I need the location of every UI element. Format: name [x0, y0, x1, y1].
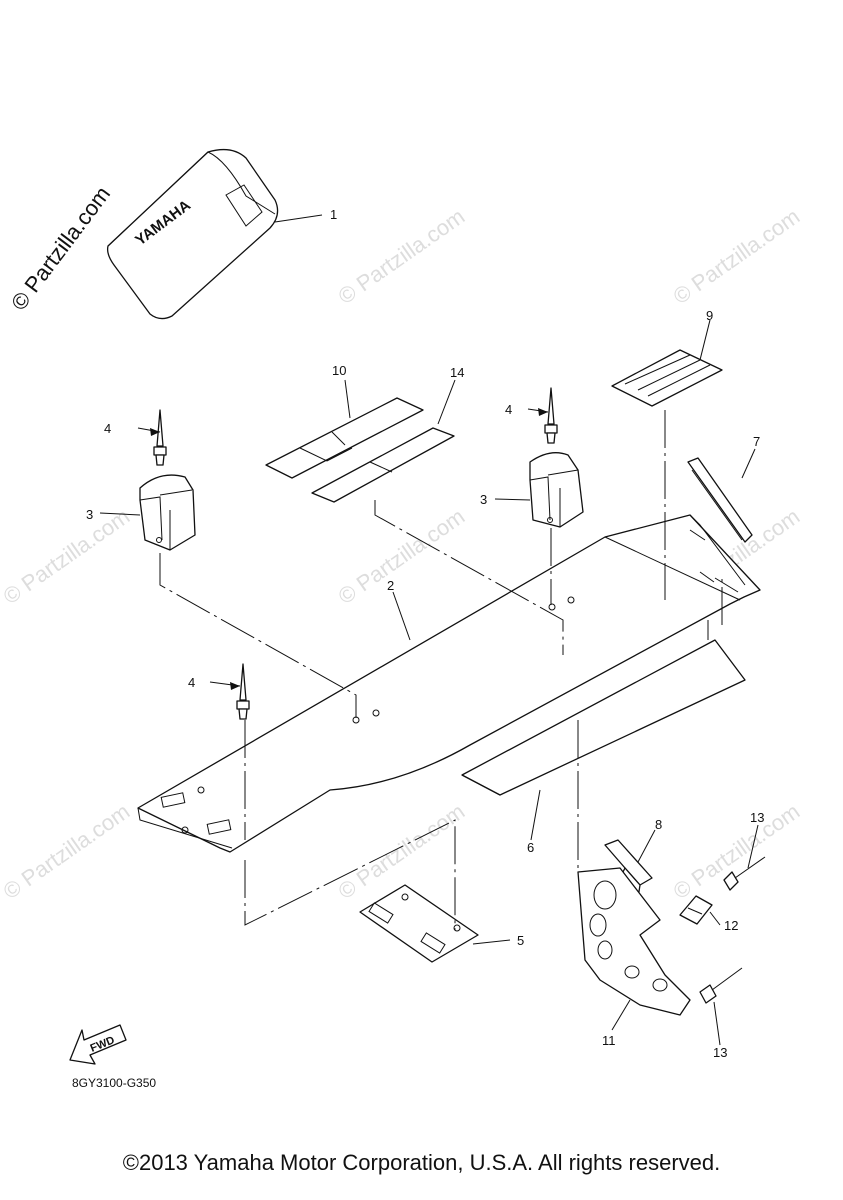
leader-arrows — [150, 408, 548, 690]
callout-5: 5 — [517, 933, 524, 948]
callout-11: 11 — [602, 1033, 616, 1048]
part-11-bracket — [577, 867, 691, 1016]
part-7-strap — [687, 457, 753, 543]
callout-1: 1 — [330, 207, 337, 222]
callout-9: 9 — [706, 308, 713, 323]
fwd-arrow-icon: FWD — [69, 1024, 127, 1065]
callout-4: 4 — [505, 402, 512, 417]
part-6-pad — [461, 639, 746, 796]
part-1-cover: YAMAHA — [106, 148, 279, 320]
callout-3: 3 — [86, 507, 93, 522]
callouts: 1 4 3 10 14 4 3 9 7 2 4 6 8 13 12 5 11 1… — [86, 207, 764, 1060]
callout-7: 7 — [753, 434, 760, 449]
watermark: © Partzilla.com — [334, 204, 470, 310]
leader-lines — [99, 214, 759, 1046]
assembly-lines — [159, 410, 723, 930]
part-9-pad — [611, 349, 723, 407]
watermark: © Partzilla.com — [0, 504, 134, 610]
part-4-pin — [236, 663, 250, 720]
callout-4: 4 — [188, 675, 195, 690]
copyright-notice: ©2013 Yamaha Motor Corporation, U.S.A. A… — [122, 1150, 721, 1175]
watermark: © Partzilla.com — [0, 799, 134, 905]
part-10-label — [265, 397, 424, 479]
diagram-code: 8GY3100-G350 — [72, 1076, 156, 1090]
callout-12: 12 — [724, 918, 738, 933]
callout-6: 6 — [527, 840, 534, 855]
callout-13: 13 — [750, 810, 764, 825]
callout-14: 14 — [450, 365, 464, 380]
watermark-main: © Partzilla.com — [6, 182, 115, 315]
part-4-pin — [153, 409, 167, 466]
part-4-pin — [544, 387, 558, 444]
callout-2: 2 — [387, 578, 394, 593]
callout-13: 13 — [713, 1045, 727, 1060]
part-3-clip-right — [529, 452, 584, 528]
callout-8: 8 — [655, 817, 662, 832]
callout-4: 4 — [104, 421, 111, 436]
part-3-clip-left — [139, 474, 196, 551]
callout-3: 3 — [480, 492, 487, 507]
part-13-rivet — [723, 856, 766, 891]
part-12-clip — [679, 895, 713, 925]
part-5-plate — [359, 884, 479, 963]
callout-10: 10 — [332, 363, 346, 378]
part-13-rivet — [699, 967, 743, 1004]
part-2-tray — [137, 514, 761, 853]
watermark: © Partzilla.com — [669, 799, 805, 905]
part-14-label — [311, 427, 455, 503]
watermark: © Partzilla.com — [669, 204, 805, 310]
watermark: © Partzilla.com — [334, 504, 470, 610]
